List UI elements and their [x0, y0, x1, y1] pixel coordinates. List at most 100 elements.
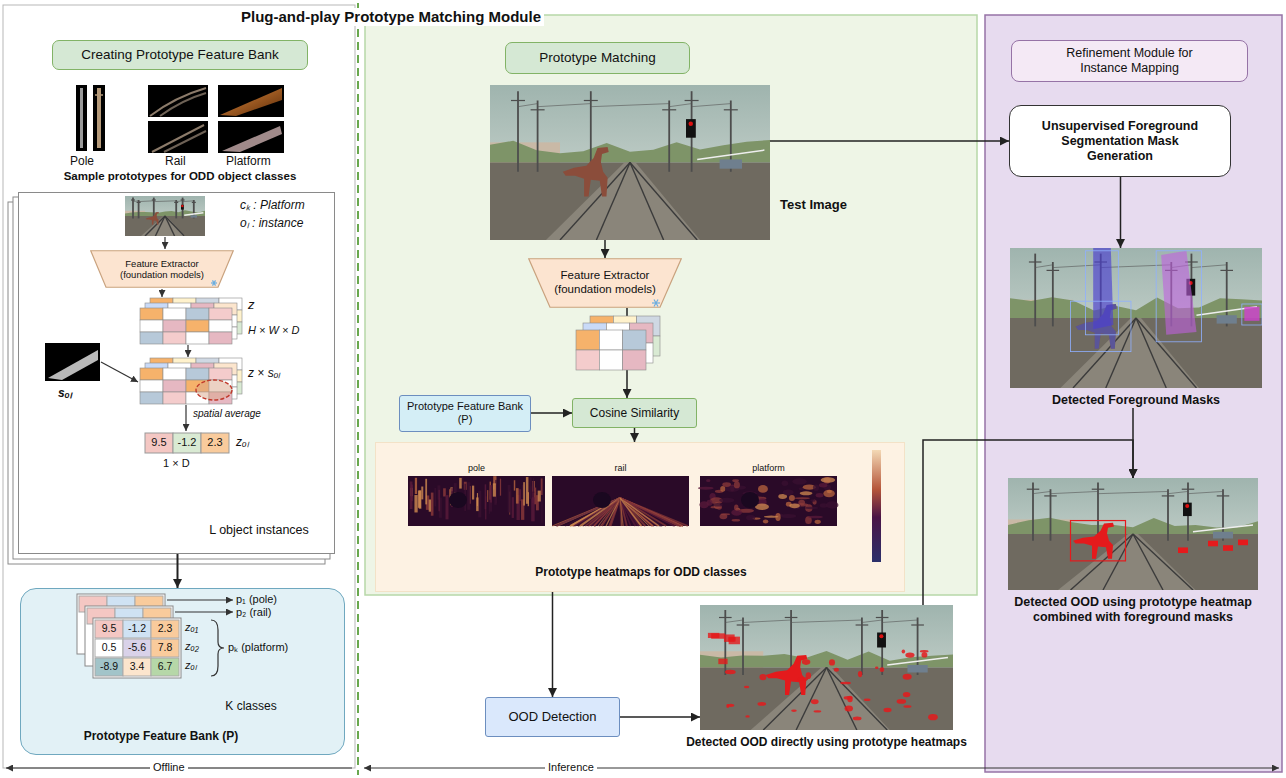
art-rect — [140, 368, 163, 380]
art-rect — [151, 658, 179, 676]
art-ellipse — [746, 515, 755, 520]
art-rect — [872, 450, 881, 562]
art-rect — [462, 476, 463, 485]
annotation-label: zₒₗ — [236, 435, 249, 449]
art-line — [174, 202, 178, 203]
art-line — [620, 498, 683, 526]
art-line — [856, 624, 869, 625]
art-ellipse — [819, 483, 827, 487]
annotation-label: zₒ₁ — [185, 621, 198, 634]
art-rect — [163, 320, 186, 332]
art-rect — [523, 482, 525, 505]
art-rect — [467, 482, 470, 510]
art-ellipse — [732, 519, 741, 522]
art-g — [490, 85, 770, 240]
art-line — [357, 3, 359, 775]
art-polygon — [529, 259, 682, 308]
annotation-label: -1.2 — [173, 436, 201, 449]
art-ellipse — [763, 519, 768, 523]
art-rect — [493, 483, 496, 496]
art-ellipse — [759, 674, 766, 680]
annotation-label: z — [248, 297, 255, 313]
art-line — [1027, 489, 1040, 490]
node-label: OOD Detection — [508, 709, 596, 725]
art-line — [785, 617, 798, 618]
art-polygon — [766, 655, 807, 695]
art-ellipse — [811, 699, 819, 704]
art-line — [1162, 495, 1175, 496]
art-polygon — [1093, 248, 1113, 329]
art-ellipse — [593, 492, 611, 508]
art-line — [1168, 491, 1188, 493]
art-rect — [1071, 521, 1126, 561]
art-rect — [623, 350, 646, 370]
art-ellipse — [816, 493, 824, 497]
art-line — [1191, 265, 1226, 268]
annotation-label: cₖ : Platform — [240, 198, 305, 212]
art-rect — [163, 380, 186, 392]
art-line — [1035, 265, 1053, 268]
art-ellipse — [805, 507, 819, 510]
art-rect — [3, 5, 355, 768]
art-ellipse — [764, 516, 779, 518]
art-rect — [538, 491, 541, 502]
test-image: Test Image — [490, 85, 770, 240]
art-rect — [1223, 545, 1233, 551]
art-line — [538, 104, 591, 107]
art-path — [160, 93, 206, 116]
art-line — [139, 200, 154, 202]
art-ellipse — [928, 714, 938, 720]
art-line — [620, 498, 681, 526]
art-rect — [209, 320, 232, 332]
node-label: Cosine Similarity — [590, 406, 679, 420]
art-line — [668, 101, 670, 172]
art-g — [77, 594, 233, 678]
node-label: Prototype Feature Bank (P) — [405, 400, 525, 426]
flow-arrow — [552, 592, 554, 697]
art-ellipse — [815, 520, 821, 524]
art-line — [137, 202, 141, 203]
art-rect — [472, 486, 474, 500]
diagram-title: Plug-and-play Prototype Matching Module — [238, 8, 544, 26]
art-rect — [419, 490, 422, 508]
art-ellipse — [864, 699, 871, 702]
art-line — [152, 199, 156, 200]
art-line — [1051, 491, 1099, 493]
art-ellipse — [713, 503, 723, 507]
art-rect — [1178, 547, 1188, 553]
art-line — [743, 620, 791, 623]
art-rect — [1086, 251, 1119, 335]
art-rect — [425, 479, 427, 505]
art-rect — [95, 639, 123, 657]
art-rect — [700, 668, 953, 731]
art-g — [408, 450, 881, 562]
annotation-label: Pole — [70, 154, 94, 168]
art-line — [725, 620, 743, 623]
art-rect — [93, 618, 181, 678]
art-path — [211, 620, 224, 676]
art-line — [192, 202, 196, 203]
art-ellipse — [725, 670, 736, 674]
art-rect — [163, 332, 186, 344]
art-line — [95, 94, 103, 96]
annotation-label: oₗ : instance — [240, 216, 303, 230]
art-ellipse — [727, 704, 734, 707]
art-rect — [125, 216, 205, 236]
art-line — [511, 100, 525, 101]
art-ellipse — [897, 699, 906, 704]
art-rect — [490, 85, 770, 240]
art-rect — [1242, 304, 1262, 325]
art-rect — [720, 159, 742, 168]
art-rect — [500, 479, 501, 496]
art-line — [133, 200, 139, 202]
node-label: Unsupervised Foreground Segmentation Mas… — [1038, 119, 1202, 164]
art-rect — [700, 605, 953, 730]
art-line — [184, 213, 203, 215]
art-line — [620, 498, 683, 526]
art-rect — [516, 488, 519, 503]
art-line — [165, 216, 184, 236]
art-rect — [186, 320, 209, 332]
flow-arrow — [634, 428, 636, 442]
art-path — [152, 125, 204, 152]
